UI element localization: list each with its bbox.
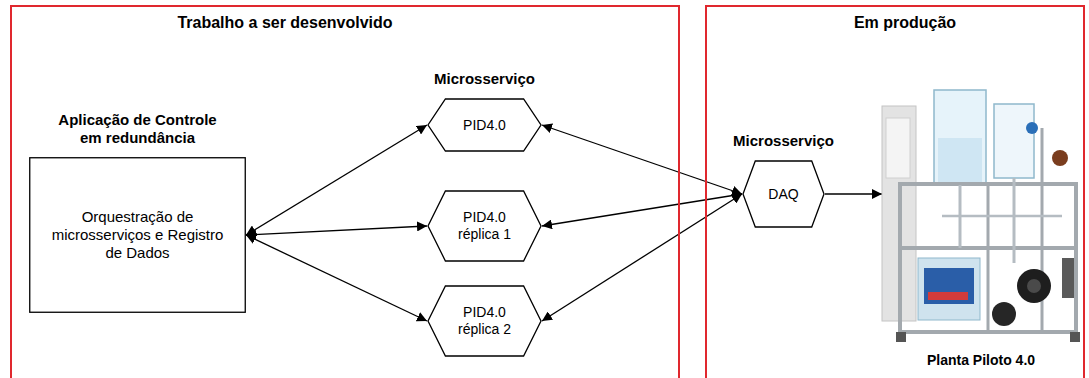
plant-illustration	[882, 88, 1080, 345]
region-panel: Em produçãoMicrosserviçoDAQPlanta Piloto…	[705, 5, 1085, 378]
plant-part	[900, 184, 1076, 332]
heading-label: Aplicação de Controle em redundância	[48, 111, 228, 149]
plant-part	[1062, 258, 1074, 298]
plant-part	[1070, 332, 1080, 342]
plant-part	[994, 104, 1034, 178]
hexagon-label: DAQ	[768, 186, 798, 203]
region-title: Em produção	[854, 14, 956, 32]
arrow-connector	[246, 235, 427, 321]
hexagon-label: PID4.0	[463, 117, 506, 134]
text-holder: PID4.0	[427, 98, 542, 152]
hexagon-label: PID4.0 réplica 1	[449, 209, 521, 243]
arrow-connector	[246, 226, 427, 235]
plant-part	[896, 332, 906, 342]
box-shape	[30, 158, 246, 313]
plant-part	[987, 184, 990, 332]
hexagon-shape	[428, 99, 541, 151]
microservice-hexagon: MicrosserviçoPID4.0	[427, 98, 542, 152]
arrow-connector	[246, 125, 427, 235]
region-title: Trabalho a ser desenvolvido	[177, 14, 392, 32]
plant-part	[1052, 150, 1068, 166]
text-holder: PID4.0 réplica 1	[427, 190, 542, 262]
plant-caption: Planta Piloto 4.0	[927, 352, 1035, 368]
text-holder: DAQ	[742, 160, 825, 228]
plant-part	[1013, 178, 1016, 263]
process-box: Aplicação de Controle em redundânciaOrqu…	[29, 157, 246, 313]
plant-part	[938, 138, 982, 182]
plant-part	[992, 302, 1016, 326]
plant-part	[1027, 279, 1041, 293]
box-label: Orquestração de microsserviços e Registr…	[48, 208, 228, 262]
text-holder: Orquestração de microsserviços e Registr…	[29, 157, 246, 313]
plant-part	[924, 268, 974, 304]
region-panel: Trabalho a ser desenvolvidoAplicação de …	[10, 5, 680, 378]
microservice-hexagon: MicrosserviçoDAQ	[742, 160, 825, 228]
arrow-connector	[825, 193, 882, 194]
heading-label: Microsserviço	[714, 132, 854, 151]
plant-node: Planta Piloto 4.0	[882, 88, 1080, 345]
hexagon-shape	[428, 191, 541, 261]
hexagon-shape	[743, 161, 824, 227]
microservice-hexagon: PID4.0 réplica 2	[427, 285, 542, 357]
arrow-connector	[542, 125, 742, 194]
plant-part	[918, 258, 980, 320]
hexagon-label: PID4.0 réplica 2	[449, 304, 521, 338]
plant-part	[934, 90, 986, 185]
plant-part	[1017, 269, 1051, 303]
plant-part	[928, 292, 968, 300]
hexagon-shape	[428, 286, 541, 356]
text-holder: PID4.0 réplica 2	[427, 285, 542, 357]
arrow-connector	[542, 194, 742, 321]
plant-part	[942, 215, 1062, 218]
plant-part	[886, 118, 910, 178]
microservice-hexagon: PID4.0 réplica 1	[427, 190, 542, 262]
heading-label: Microsserviço	[415, 70, 555, 89]
plant-part	[1026, 122, 1038, 134]
arrow-connector	[542, 194, 742, 226]
